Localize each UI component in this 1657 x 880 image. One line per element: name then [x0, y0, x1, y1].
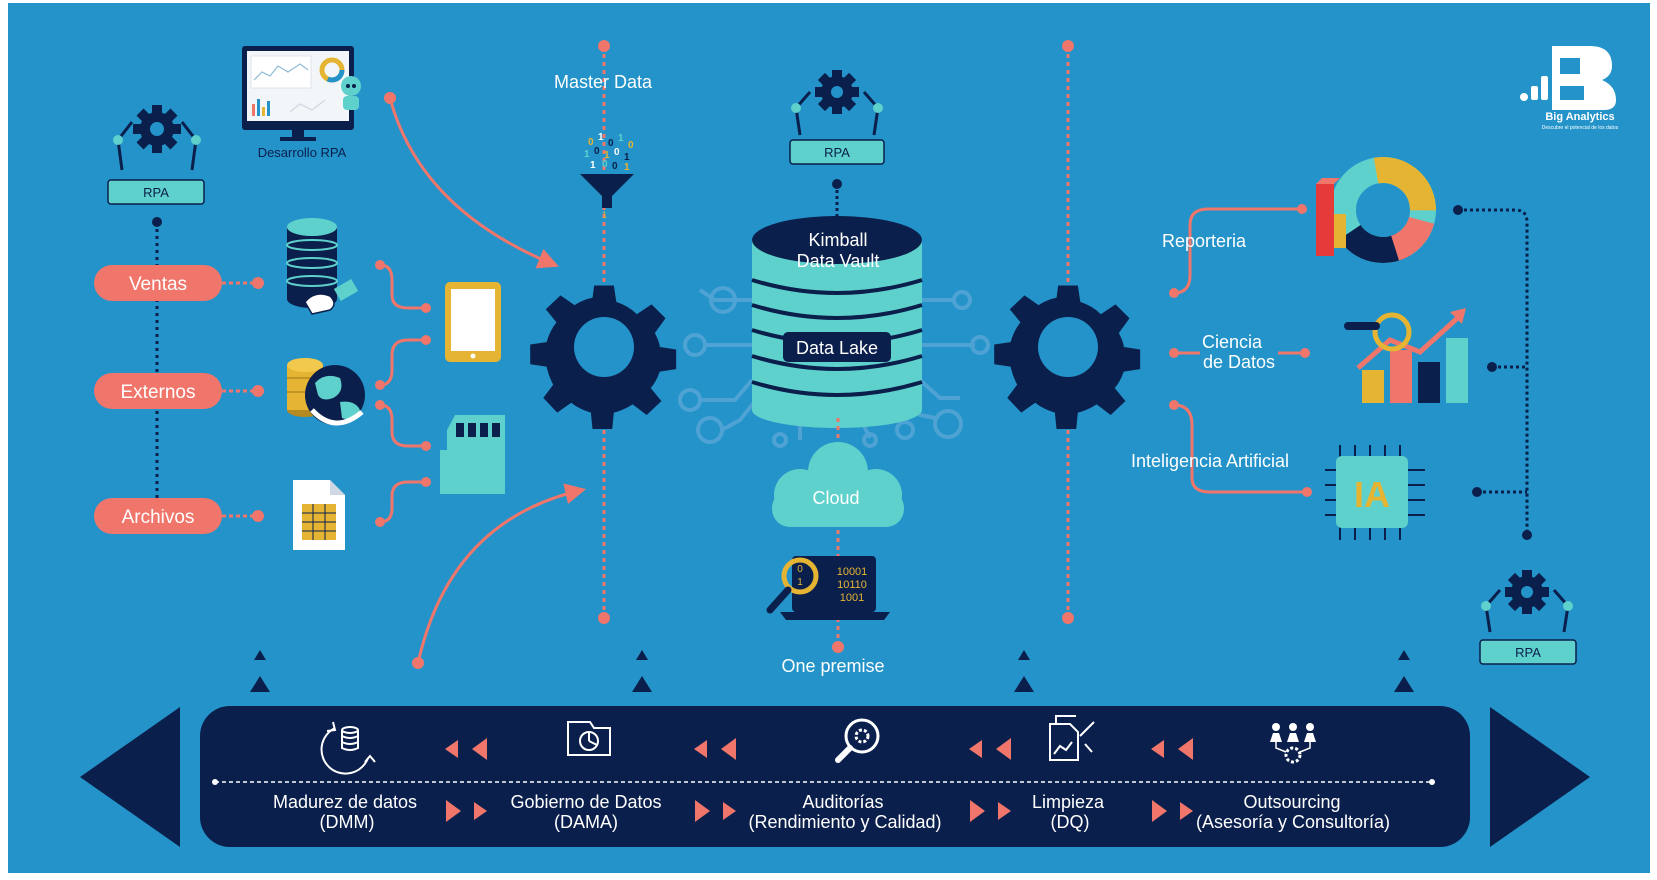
pipeline-step-limpieza: Limpieza (DQ) — [1032, 792, 1105, 832]
step-label-line2: (DAMA) — [554, 812, 618, 832]
step-label-line2: (Rendimiento y Calidad) — [748, 812, 941, 832]
growth-chart-icon — [1344, 308, 1468, 403]
source-label: Archivos — [122, 507, 195, 528]
svg-text:1: 1 — [604, 150, 610, 161]
laptop-search-icon: 10001 10110 1001 0 1 — [766, 556, 890, 620]
pipeline-arrow-left — [80, 707, 180, 847]
data-lake-label: Data Lake — [796, 338, 878, 358]
source-connectors — [379, 263, 425, 524]
svg-text:1: 1 — [618, 133, 624, 144]
pipeline-step-outsourcing: Outsourcing (Asesoría y Consultoría) — [1196, 792, 1390, 832]
brand-name: Big Analytics — [1545, 111, 1614, 123]
svg-text:0: 0 — [628, 140, 634, 151]
cloud-label: Cloud — [812, 488, 859, 508]
process-gear-right-icon — [994, 285, 1141, 429]
step-label-line1: Auditorías — [802, 792, 883, 812]
svg-text:0: 0 — [588, 137, 594, 148]
right-bracket-connector — [1458, 208, 1529, 535]
robot-assistant-icon — [341, 76, 361, 110]
gear-icon — [133, 105, 181, 153]
up-chevrons — [250, 650, 1414, 692]
output-label-reporteria: Reporteria — [1162, 231, 1247, 251]
svg-text:0: 0 — [797, 564, 803, 575]
robot-label: RPA — [824, 145, 850, 160]
svg-text:0: 0 — [614, 147, 620, 158]
spreadsheet-file-icon — [293, 480, 345, 550]
ai-chip-icon: IA — [1325, 445, 1425, 540]
flow-arrow-top — [388, 97, 559, 269]
cloud-icon — [772, 442, 904, 527]
database-label-line2: Data Vault — [797, 251, 880, 271]
svg-text:10001: 10001 — [837, 566, 868, 578]
output-label-ciencia-line2: de Datos — [1203, 352, 1275, 372]
step-label-line2: (Asesoría y Consultoría) — [1196, 812, 1390, 832]
team-gear-icon — [1270, 723, 1316, 764]
step-label-line1: Outsourcing — [1243, 792, 1340, 812]
desarrollo-rpa-label: Desarrollo RPA — [258, 145, 347, 160]
svg-text:0: 0 — [594, 146, 600, 157]
svg-text:1: 1 — [590, 160, 596, 171]
funnel-icon: 0 1 0 1 0 1 0 1 0 1 1 0 0 1 1 — [580, 132, 634, 220]
gear-icon — [1505, 570, 1549, 614]
robot-rpa-right: RPA — [1479, 570, 1577, 665]
database-stack-icon — [751, 216, 923, 428]
svg-text:1: 1 — [797, 577, 803, 588]
svg-text:1: 1 — [598, 132, 604, 143]
source-externos: Externos — [94, 373, 264, 409]
pipeline-arrow-right — [1490, 707, 1590, 847]
coins-globe-icon — [287, 358, 365, 426]
svg-text:1: 1 — [624, 162, 630, 173]
source-label: Ventas — [129, 274, 187, 295]
database-label-line1: Kimball — [808, 230, 867, 250]
svg-text:0: 0 — [612, 161, 618, 172]
desarrollo-rpa-monitor: Desarrollo RPA — [242, 46, 361, 160]
data-lake-badge — [783, 332, 891, 362]
robot-label: RPA — [1515, 645, 1541, 660]
gear-icon — [815, 70, 859, 114]
output-label-ia: Inteligencia Artificial — [1131, 451, 1289, 471]
sd-card-icon — [440, 415, 505, 494]
step-label-line1: Gobierno de Datos — [510, 792, 661, 812]
robot-rpa-left: RPA — [107, 105, 205, 205]
step-label-line1: Madurez de datos — [273, 792, 417, 812]
svg-text:10110: 10110 — [837, 579, 867, 591]
source-label: Externos — [121, 382, 196, 403]
pipeline-step-madurez: Madurez de datos (DMM) — [273, 792, 417, 832]
process-gear-left-icon — [530, 285, 677, 429]
svg-text:1: 1 — [584, 149, 590, 160]
pipeline-chevrons-bottom — [446, 800, 1193, 822]
output-label-ciencia-line1: Ciencia — [1202, 332, 1263, 352]
step-label-line1: Limpieza — [1032, 792, 1105, 812]
step-label-line2: (DMM) — [320, 812, 375, 832]
flow-arrow-bottom — [416, 483, 587, 664]
folder-chart-icon — [567, 721, 611, 756]
one-premise-label: One premise — [781, 656, 884, 676]
document-clean-icon — [1049, 715, 1095, 761]
source-ventas: Ventas — [94, 265, 264, 301]
svg-text:1: 1 — [602, 210, 607, 220]
tablet-icon — [445, 282, 501, 362]
pipeline-step-auditorias: Auditorías (Rendimiento y Calidad) — [748, 792, 941, 832]
magnifier-gear-icon — [835, 718, 880, 763]
pipeline-step-gobierno: Gobierno de Datos (DAMA) — [510, 792, 661, 832]
svg-text:0: 0 — [608, 138, 614, 149]
robot-rpa-center: RPA — [789, 70, 885, 165]
robot-label: RPA — [143, 185, 169, 200]
ai-chip-label: IA — [1354, 474, 1390, 515]
master-data-label: Master Data — [554, 72, 653, 92]
database-handshake-icon — [286, 218, 359, 315]
brand-tagline: Descubre el potencial de los datos — [1542, 125, 1619, 131]
step-label-line2: (DQ) — [1051, 812, 1090, 832]
svg-text:1: 1 — [624, 152, 630, 163]
source-archivos: Archivos — [94, 498, 264, 534]
pipeline-chevrons-top — [445, 738, 1193, 760]
donut-chart-icon — [1316, 157, 1436, 263]
svg-text:1001: 1001 — [840, 592, 864, 604]
database-refresh-icon — [320, 721, 376, 775]
brand-logo: Big Analytics Descubre el potencial de l… — [1520, 46, 1619, 131]
svg-text:0: 0 — [602, 159, 608, 170]
